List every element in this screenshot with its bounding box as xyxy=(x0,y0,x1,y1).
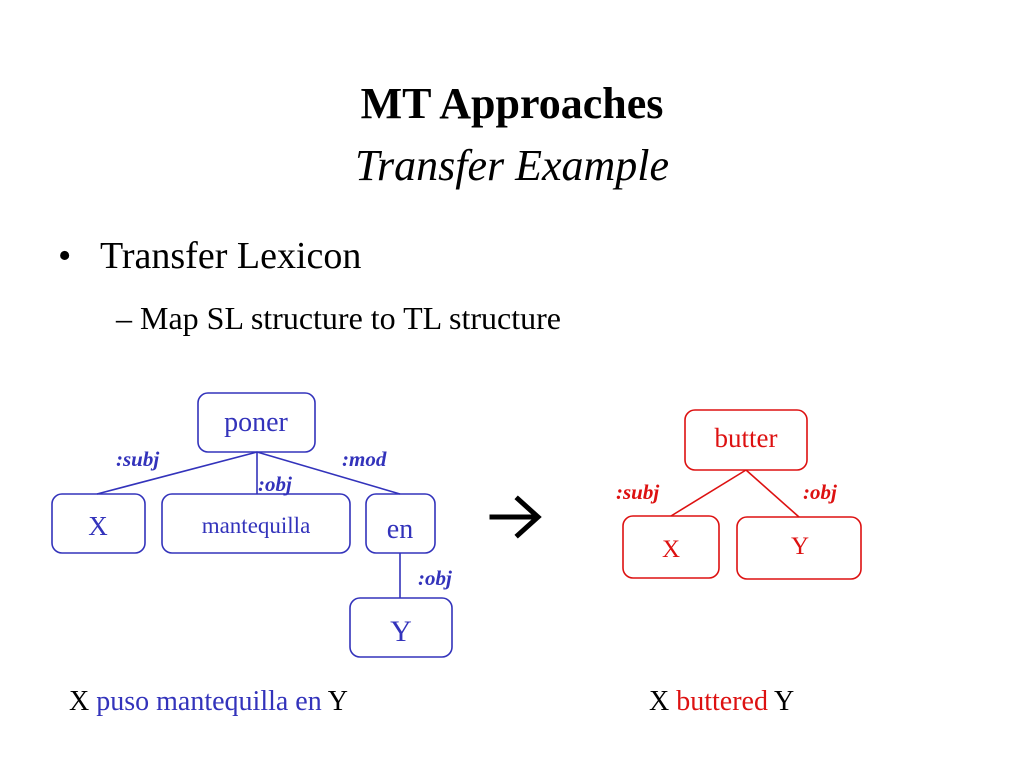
target-sentence-verb: buttered xyxy=(676,686,768,717)
source-node-en-box xyxy=(365,493,436,554)
target-node-butter-box xyxy=(684,409,808,471)
target-edge-obj xyxy=(745,469,800,518)
target-tree xyxy=(622,409,862,580)
source-node-y-box xyxy=(349,597,453,658)
bullet-dot-icon: • xyxy=(58,235,72,277)
source-sentence: X puso mantequilla en Y xyxy=(69,684,348,720)
source-tree xyxy=(51,392,453,658)
source-node-mantequilla-box xyxy=(161,493,351,554)
bullet-item: • Transfer Lexicon xyxy=(58,232,361,280)
target-edge-label-subj: :subj xyxy=(616,480,659,504)
source-sentence-y: Y xyxy=(327,686,348,717)
target-node-x: X xyxy=(662,536,680,563)
subbullet-text: – Map SL structure to TL structure xyxy=(116,300,561,336)
target-node-butter: butter xyxy=(715,423,778,453)
source-edge-label-subj: :subj xyxy=(116,447,159,471)
source-edge-mod xyxy=(256,451,401,495)
target-tree-labels: butter X Y :subj :obj xyxy=(616,423,837,563)
target-sentence: X buttered Y xyxy=(649,684,794,720)
bullet-text: Transfer Lexicon xyxy=(100,235,362,277)
source-sentence-x: X xyxy=(69,686,90,717)
target-node-y: Y xyxy=(791,533,809,560)
target-edge-label-obj: :obj xyxy=(803,480,837,504)
source-edge-label-mod: :mod xyxy=(342,447,387,471)
source-node-poner: poner xyxy=(224,407,288,438)
source-sentence-verb-phrase: puso mantequilla en xyxy=(96,686,322,717)
target-sentence-x: X xyxy=(649,686,670,717)
source-edge-label-obj: :obj xyxy=(258,472,292,496)
source-node-en: en xyxy=(387,514,413,545)
target-node-x-box xyxy=(622,515,720,579)
slide-subtitle: Transfer Example xyxy=(354,141,670,190)
source-edge-label-en-obj: :obj xyxy=(418,566,452,590)
source-edge-subj xyxy=(96,451,258,495)
source-tree-labels: poner X mantequilla en Y :subj :obj :mod… xyxy=(88,407,452,648)
target-node-y-box xyxy=(736,516,862,580)
source-node-x-box xyxy=(51,493,146,554)
source-node-y: Y xyxy=(390,615,412,648)
target-sentence-y: Y xyxy=(773,686,795,717)
right-arrow-icon xyxy=(489,495,542,539)
source-node-mantequilla: mantequilla xyxy=(202,513,311,538)
slide-title: MT Approaches xyxy=(360,79,664,128)
source-node-poner-box xyxy=(197,392,316,453)
target-edge-subj xyxy=(670,469,747,517)
source-node-x: X xyxy=(88,511,108,541)
